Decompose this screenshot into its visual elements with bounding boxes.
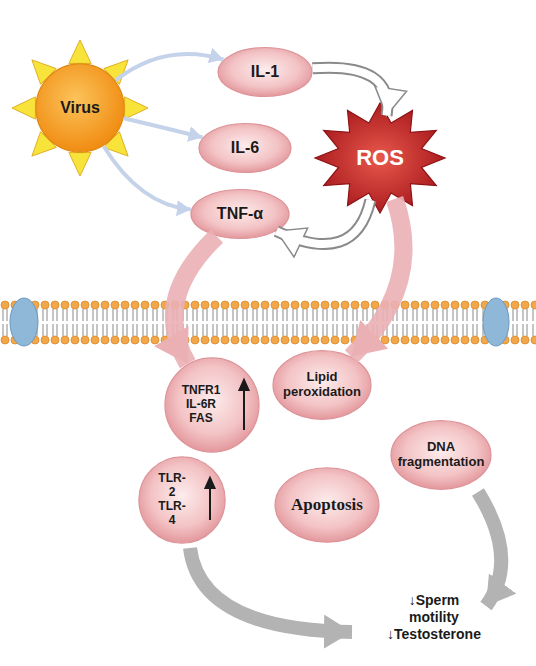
- node-text: DNA fragmentation: [398, 440, 485, 470]
- outcome-label: ↓Testosterone: [378, 626, 490, 643]
- node-text: Virus: [60, 99, 100, 117]
- node-text: TNF-α: [217, 205, 263, 223]
- connector-path: [276, 200, 370, 244]
- connector-arrow: [174, 236, 217, 364]
- connector-path: [104, 146, 191, 209]
- increase-arrow: [243, 388, 245, 430]
- connector-path: [174, 236, 217, 364]
- connector-path: [351, 199, 403, 357]
- ros-burst: ROS: [315, 103, 445, 213]
- receptor-circle: TLR-2 TLR-4: [138, 456, 226, 544]
- outcome-label: ↓Sperm motility: [399, 592, 469, 626]
- connector-arrow: [351, 199, 403, 357]
- node-text: IL-6: [231, 139, 259, 157]
- effect-ellipse: Apoptosis: [274, 467, 380, 543]
- connector-arrow: [313, 68, 388, 116]
- cell-membrane: [0, 298, 536, 346]
- connector-arrow: [104, 146, 191, 209]
- node-text: IL-1: [251, 63, 279, 81]
- outcome-text: ↓Sperm motility↓Testosterone: [378, 592, 490, 642]
- increase-arrowhead: [240, 380, 249, 390]
- node-text: TNFR1 IL-6R FAS: [182, 384, 221, 425]
- cytokine-ellipse: IL-1: [217, 47, 313, 97]
- node-text: TLR-2 TLR-4: [158, 472, 185, 527]
- cytokine-ellipse: TNF-α: [190, 189, 290, 239]
- sun-rays: [12, 40, 148, 176]
- node-text: Lipid peroxidation: [283, 370, 361, 400]
- connector-path: [116, 54, 224, 80]
- connector-arrow: [276, 200, 370, 244]
- effect-ellipse: Lipid peroxidation: [272, 350, 372, 420]
- connector-arrow: [116, 54, 224, 80]
- increase-arrowhead: [206, 478, 215, 488]
- node-text: ROS: [356, 145, 404, 170]
- receptor-circle: TNFR1 IL-6R FAS: [164, 357, 260, 453]
- increase-arrow: [209, 486, 211, 520]
- virus-sun: Virus: [35, 63, 125, 153]
- node-text: Apoptosis: [291, 495, 363, 515]
- cytokine-ellipse: IL-6: [198, 123, 292, 173]
- effect-ellipse: DNA fragmentation: [390, 420, 492, 490]
- connector-inner: [313, 68, 388, 116]
- connector-path: [124, 118, 203, 137]
- connector-path: [313, 68, 388, 116]
- connector-arrow: [124, 118, 203, 137]
- connector-inner: [276, 200, 370, 244]
- outcome-arrows: [190, 492, 501, 632]
